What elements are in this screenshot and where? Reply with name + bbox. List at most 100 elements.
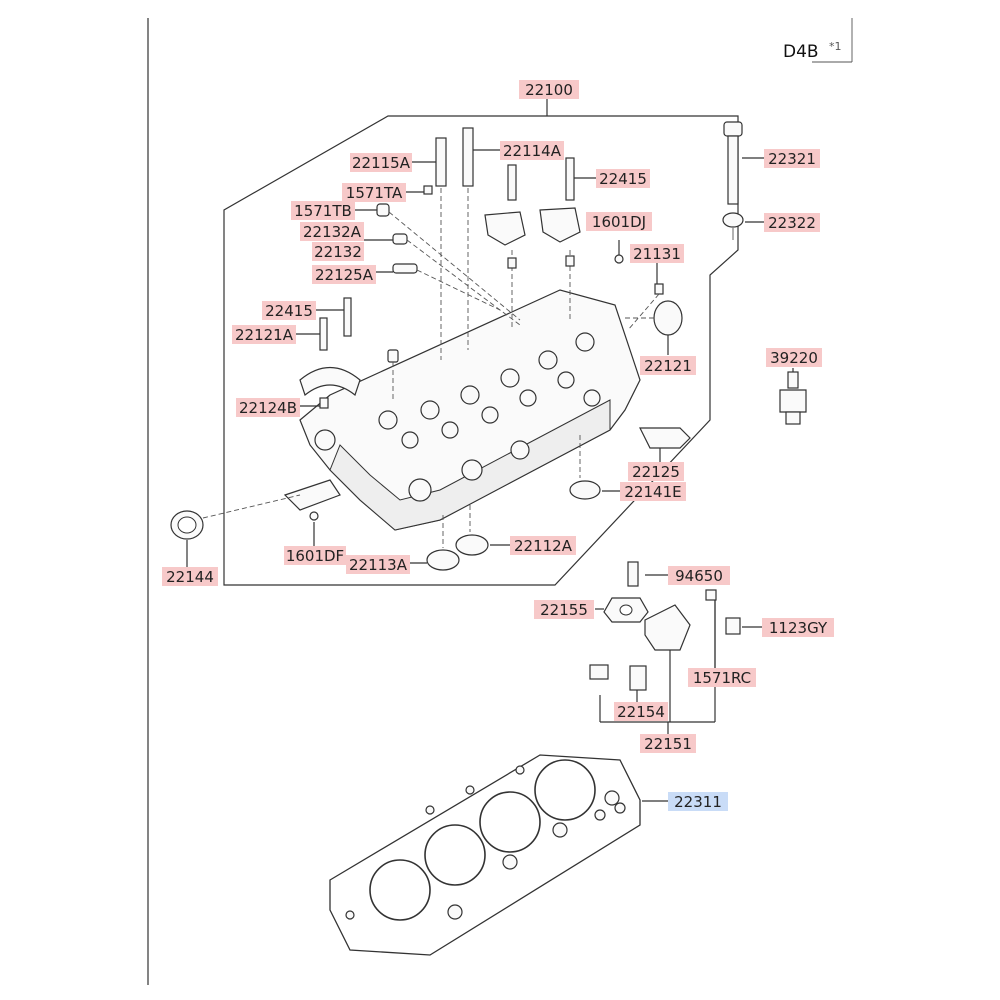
callout-text: 22114A [503,142,562,160]
callout-22112a[interactable]: 22112A [510,536,576,555]
callout-1571tb[interactable]: 1571TB [291,201,355,220]
callout-22311[interactable]: 22311 [668,792,728,811]
callout-box [510,536,576,555]
callout-22114a[interactable]: 22114A [500,141,564,160]
pin-22125a [392,263,418,274]
callout-22322[interactable]: 22322 [764,213,820,232]
callout-box [534,600,594,619]
bolt-1571rc [705,589,717,601]
head-gasket-22311 [329,754,668,956]
callout-box [312,265,376,284]
callout-box [500,141,564,160]
plug-22124b [319,397,329,409]
callout-22113a[interactable]: 22113A [346,555,410,574]
callout-22141e[interactable]: 22141E [620,482,686,501]
callout-1571rc[interactable]: 1571RC [688,668,756,687]
callout-box [630,244,684,263]
callout-text: 22112A [514,537,573,555]
callout-text: 22113A [349,556,408,574]
plug-21131 [654,283,664,295]
ring-22141e [569,480,601,500]
callout-22132a[interactable]: 22132A [300,222,364,241]
fitting-22125 [639,427,691,449]
callout-22124b[interactable]: 22124B [236,398,300,417]
callout-94650[interactable]: 94650 [668,566,730,585]
callout-text: 22415 [265,302,313,320]
callout-22100[interactable]: 22100 [519,80,579,99]
callout-text: 22132 [314,243,362,261]
plug-1571ta [423,185,433,195]
callout-box [640,356,696,375]
callout-text: 1601DJ [592,213,646,231]
callout-text: 1601DF [286,547,344,565]
callout-box [291,201,355,220]
callout-text: 94650 [675,567,723,585]
callout-box [300,222,364,241]
callout-22415-top[interactable]: 22415 [596,169,650,188]
callout-leaders [186,149,794,668]
callout-21131[interactable]: 21131 [630,244,684,263]
engine-code-suffix: *1 [829,40,842,53]
callout-22125a[interactable]: 22125A [312,265,376,284]
callout-22144[interactable]: 22144 [162,567,218,586]
water-outlet-22151 [644,604,691,651]
tube-22115a [435,137,447,187]
callout-box [762,618,834,637]
callout-box [764,213,820,232]
engine-code-header: D4B *1 [783,40,842,62]
temp-sensor-94650 [627,561,639,587]
callout-box [668,566,730,585]
callout-22121a[interactable]: 22121A [232,325,296,344]
callout-box [688,668,756,687]
rocker-brackets [484,157,581,330]
cylinder-head-illustration [170,289,683,540]
ring-22113a [426,549,460,571]
callout-22125[interactable]: 22125 [628,462,684,481]
callout-box [312,242,364,261]
callout-22115a[interactable]: 22115A [350,153,412,172]
callout-text: 1571RC [693,669,751,687]
sensor-39220 [779,371,807,425]
callout-box [262,301,316,320]
cam-bores [314,332,601,502]
callout-box [342,183,406,202]
callout-box [586,212,652,231]
callout-1571ta[interactable]: 1571TA [342,183,406,202]
callout-box [232,325,296,344]
callout-text: 22124B [239,399,297,417]
callout-text: 39220 [770,349,818,367]
callout-39220[interactable]: 39220 [766,348,822,367]
callout-text: 22121 [644,357,692,375]
callout-text: 22125 [632,463,680,481]
callout-22155[interactable]: 22155 [534,600,594,619]
callout-text: 22151 [644,735,692,753]
callout-22151[interactable]: 22151 [640,734,696,753]
dowel-1601df [309,511,319,521]
callout-text: 1571TB [294,202,352,220]
small-fittings [309,185,664,521]
callout-box [350,153,412,172]
callout-box [519,80,579,99]
callout-1601df[interactable]: 1601DF [284,546,346,565]
callout-22132[interactable]: 22132 [312,242,364,261]
callout-box [284,546,346,565]
callout-box [764,149,820,168]
bearing-cap-left [299,367,361,397]
callout-22321[interactable]: 22321 [764,149,820,168]
callout-1601dj[interactable]: 1601DJ [586,212,652,231]
callout-text: 22415 [599,170,647,188]
callout-1123gy[interactable]: 1123GY [762,618,834,637]
callout-box [668,792,728,811]
head-bracket [283,479,341,511]
tube-22114a [462,127,474,187]
bolt-1123gy [725,617,741,635]
callout-22154[interactable]: 22154 [614,702,668,721]
callout-box [620,482,686,501]
bolt-22415-b [565,157,575,201]
callout-22415-left[interactable]: 22415 [262,301,316,320]
callout-22121[interactable]: 22121 [640,356,696,375]
water-outlet-group [589,561,741,734]
callout-text: 1123GY [769,619,828,637]
callout-box [236,398,300,417]
